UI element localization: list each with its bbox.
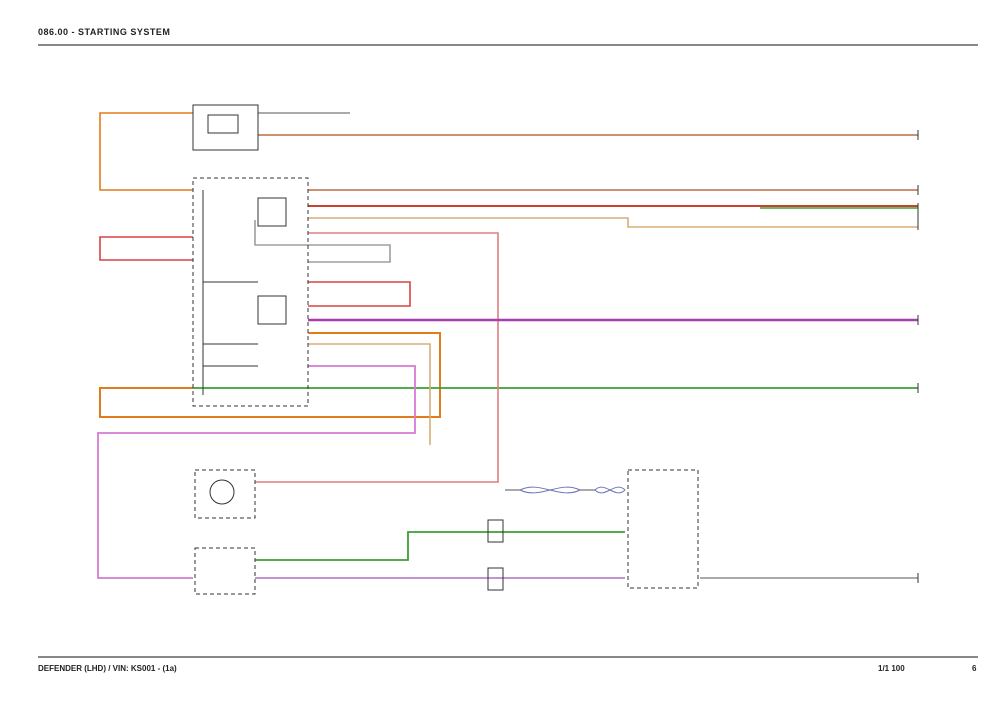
starter-motor (209, 479, 235, 505)
footer-vehicle: DEFENDER (LHD) / VIN: KS001 - (1a) (38, 664, 177, 673)
header-rule (38, 44, 978, 46)
relay-2 (257, 295, 287, 325)
wire-pink-loop (97, 365, 416, 579)
switch-box (194, 547, 256, 595)
module-dashed (192, 177, 309, 407)
wire-green-lower (255, 531, 625, 561)
page-title: 086.00 - STARTING SYSTEM (38, 27, 171, 37)
ecu-box (627, 469, 699, 589)
footer-rule (38, 656, 978, 658)
wire-gray-1 (254, 220, 391, 263)
relay-1 (257, 197, 287, 227)
wire-red-left (99, 236, 193, 261)
footer-page-ref: 1/1 100 (878, 664, 905, 673)
wire-orange-lower (99, 332, 441, 418)
motor-box (194, 469, 256, 519)
wire-orange-feed (99, 112, 193, 191)
wire-blue-twist (519, 486, 626, 494)
wire-tan-1 (308, 217, 918, 228)
wire-red-loop (308, 281, 411, 307)
footer-page-number: 6 (972, 664, 977, 673)
wire-tan-2 (308, 343, 431, 445)
wire-pinkred-long (255, 232, 499, 483)
relay-box-top (192, 104, 259, 151)
